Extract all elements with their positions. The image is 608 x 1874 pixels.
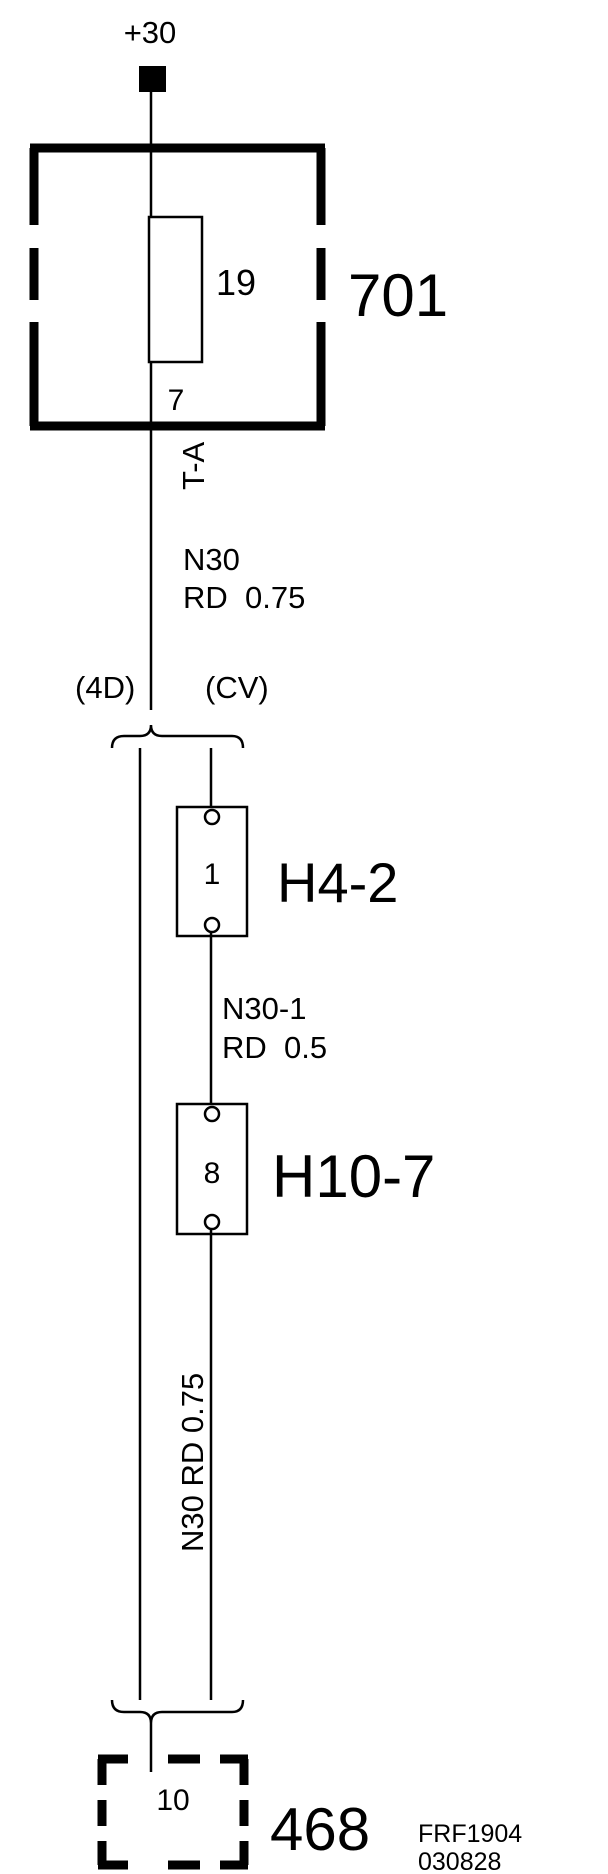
- wire-mid-name: N30-1: [222, 991, 306, 1026]
- connector-h4-2-pin: 1: [204, 858, 221, 891]
- connector-h10-7-pin-top: [203, 1105, 221, 1123]
- supply-terminal: [139, 66, 166, 92]
- fuse-number: 19: [216, 262, 256, 303]
- component-468-id: 468: [270, 1796, 370, 1863]
- component-468-box: [97, 1754, 249, 1870]
- connector-h10-7-id: H10-7: [272, 1143, 435, 1210]
- component-468-pin: 10: [156, 1784, 189, 1817]
- connector-h10-7: [175, 1102, 249, 1236]
- connector-h4-2-id: H4-2: [277, 851, 398, 914]
- fuse-pin-number: 7: [168, 384, 185, 417]
- connector-h10-7-pin: 8: [204, 1157, 221, 1190]
- fuse-box-id: 701: [348, 262, 448, 329]
- split-brace-bottom: [110, 1699, 245, 1724]
- figure-code: FRF1904: [418, 1820, 522, 1848]
- wire-top-name: N30: [183, 542, 240, 577]
- figure-date: 030828: [418, 1848, 501, 1874]
- split-brace-top: [110, 724, 245, 749]
- fuse-box-701: [29, 143, 326, 431]
- fuse-symbol: [147, 215, 204, 364]
- connector-h10-7-pin-bottom: [203, 1213, 221, 1231]
- wire-mid-spec: RD 0.5: [222, 1030, 327, 1065]
- wire-bottom-label: N30 RD 0.75: [175, 1373, 210, 1552]
- variant-label-4d: (4D): [75, 670, 135, 705]
- wire-top-spec: RD 0.75: [183, 580, 305, 615]
- connector-h4-2-pin-bottom: [203, 916, 221, 934]
- connector-h4-2-pin-top: [203, 808, 221, 826]
- wire-terminal-label: T-A: [176, 441, 211, 490]
- connector-h4-2: [175, 805, 249, 938]
- supply-label: +30: [124, 15, 177, 50]
- variant-label-cv: (CV): [205, 670, 269, 705]
